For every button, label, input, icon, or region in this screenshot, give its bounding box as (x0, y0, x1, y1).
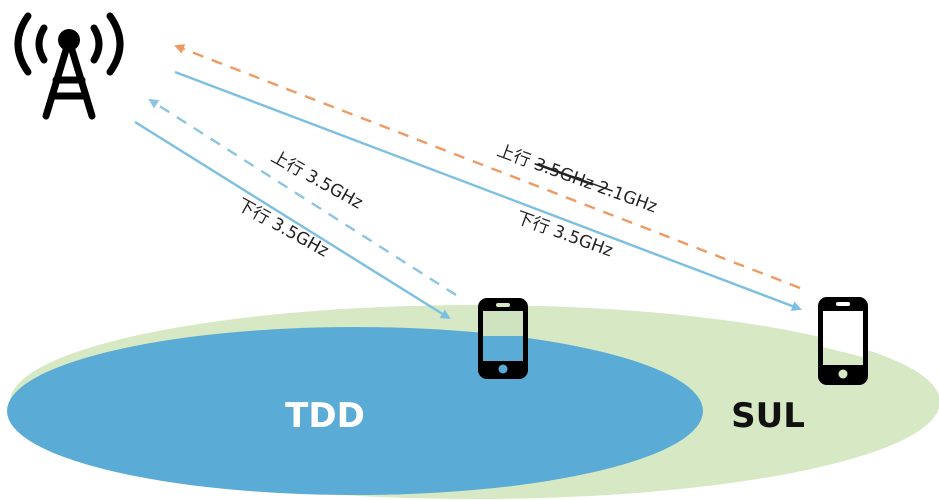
sul-zone-label: SUL (731, 396, 805, 436)
smartphone-icon (478, 298, 528, 379)
tdd-downlink-label: 下行 3.5GHz (234, 195, 332, 262)
smartphone-icon (818, 297, 868, 385)
antenna-tower-icon (14, 12, 124, 120)
tdd-uplink-label: 上行 3.5GHz (268, 147, 366, 214)
sul-downlink-label: 下行 3.5GHz (513, 208, 615, 261)
tdd-uplink-arrow (148, 98, 457, 297)
strikethrough-line (537, 163, 613, 192)
sul-downlink-arrow (174, 70, 802, 311)
tdd-zone-label: TDD (285, 396, 365, 436)
tdd-downlink-arrow (134, 120, 451, 320)
tdd-coverage-zone (7, 327, 703, 495)
sul-uplink-arrow (174, 44, 801, 290)
struck-frequency: 3.5GHz (531, 154, 596, 194)
